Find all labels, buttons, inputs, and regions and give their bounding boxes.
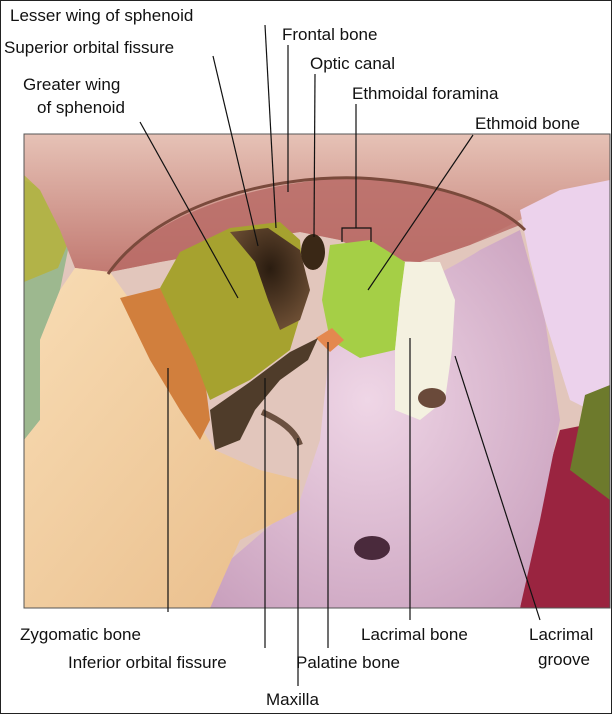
label-ethmoid-bone: Ethmoid bone <box>475 114 580 133</box>
labels: Lesser wing of sphenoid Frontal bone Sup… <box>4 6 593 709</box>
label-optic-canal: Optic canal <box>310 54 395 73</box>
leader-lesser-wing <box>264 24 277 229</box>
zygomatic-orbital-surface <box>120 288 210 440</box>
palatine-bone-region <box>316 328 344 352</box>
label-frontal-bone: Frontal bone <box>282 25 377 44</box>
inferior-orbital-fissure-shape <box>210 338 318 450</box>
leader-lines <box>139 24 541 686</box>
label-zygomatic-bone: Zygomatic bone <box>20 625 141 644</box>
label-palatine-bone: Palatine bone <box>296 653 400 672</box>
label-superior-orbital-fissure: Superior orbital fissure <box>4 38 174 57</box>
label-maxilla: Maxilla <box>266 690 319 709</box>
label-inferior-orbital-fissure: Inferior orbital fissure <box>68 653 227 672</box>
sphenoid-lateral-region <box>24 165 70 282</box>
lacrimal-fossa <box>418 388 446 408</box>
label-greater-wing-line2: of sphenoid <box>37 98 125 117</box>
leader-lacrimal-groove <box>454 355 541 621</box>
label-lacrimal-groove-line1: Lacrimal <box>529 625 593 644</box>
infraorbital-foramen <box>354 536 390 560</box>
illustration-frame <box>23 133 611 609</box>
ethmoidal-foramina-bracket <box>341 227 372 242</box>
orbital-rim <box>106 176 527 275</box>
superior-orbital-fissure-shape <box>230 228 310 330</box>
label-ethmoidal-foramina: Ethmoidal foramina <box>352 84 499 103</box>
leader-ethmoid-bone <box>367 134 474 291</box>
ethmoid-bone-region <box>322 240 405 358</box>
label-lacrimal-bone: Lacrimal bone <box>361 625 468 644</box>
optic-canal-shape <box>301 234 325 270</box>
leader-superior-orbital-fissure <box>212 55 259 247</box>
label-lacrimal-groove-line2: groove <box>538 650 590 669</box>
leader-optic-canal <box>313 73 316 238</box>
label-lesser-wing: Lesser wing of sphenoid <box>10 6 193 25</box>
zygomatic-bone-region <box>24 268 300 608</box>
nasal-region <box>520 180 610 420</box>
leader-greater-wing <box>139 121 239 299</box>
olive-region-right <box>570 385 610 500</box>
label-greater-wing-line1: Greater wing <box>23 75 120 94</box>
